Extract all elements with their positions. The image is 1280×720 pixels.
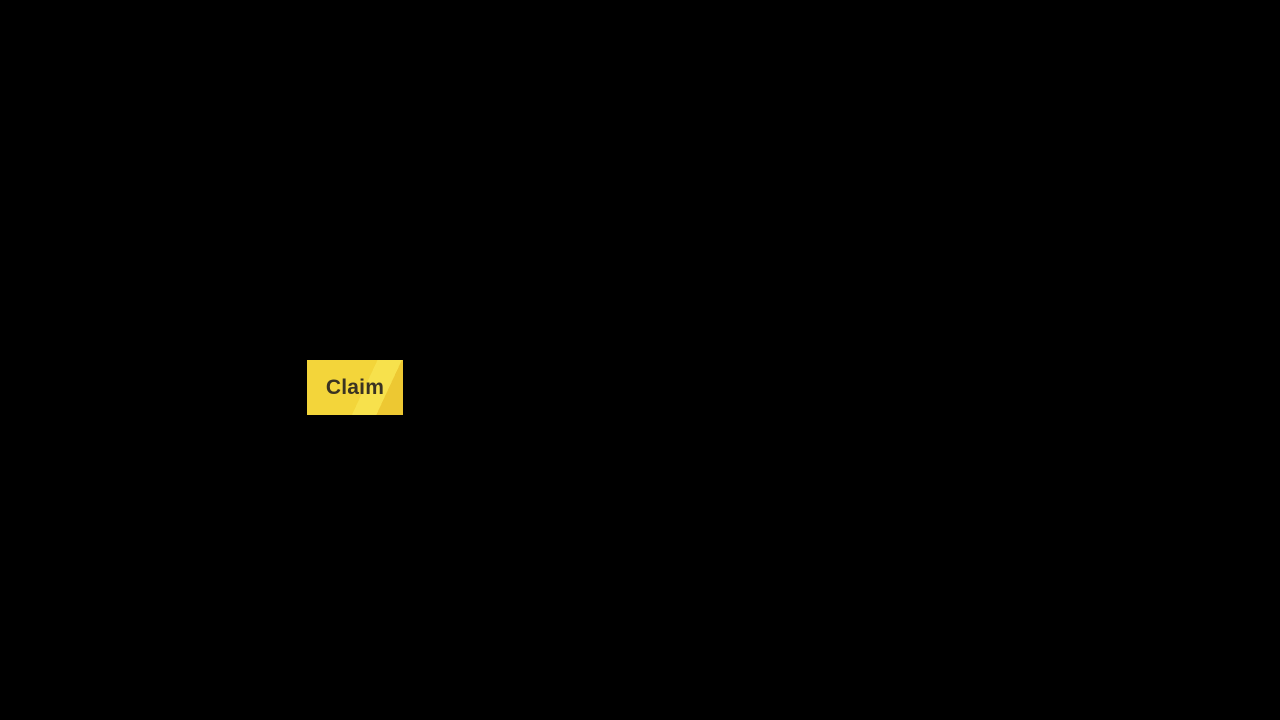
claim-button[interactable]: Claim bbox=[307, 360, 403, 415]
claim-button-label: Claim bbox=[325, 376, 385, 399]
